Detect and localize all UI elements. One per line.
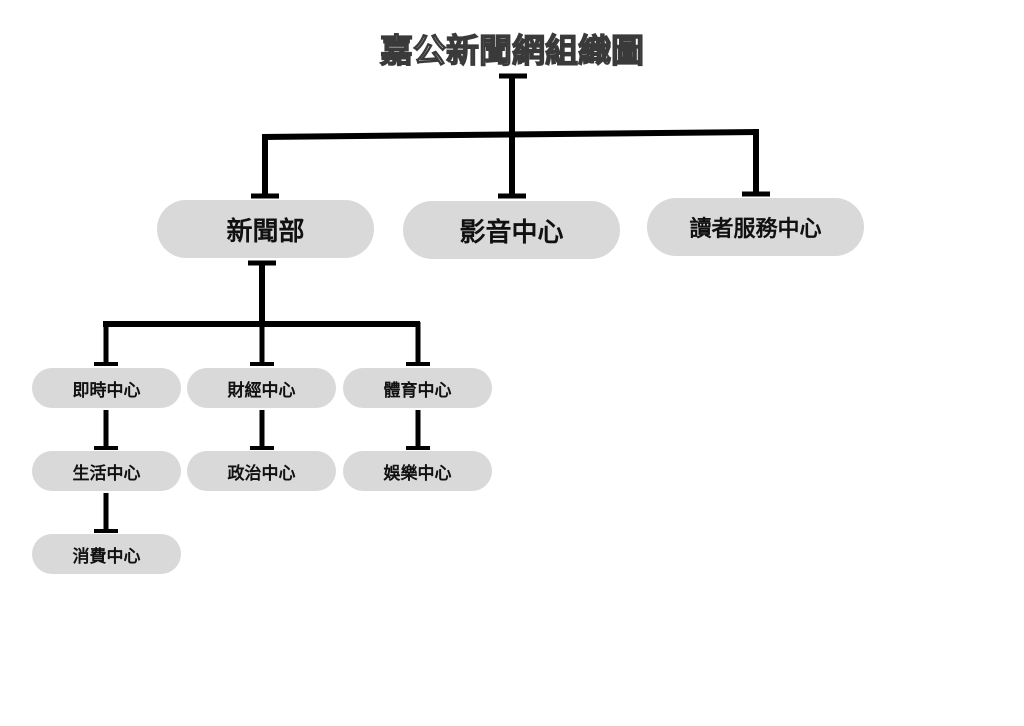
- chart-title: 嘉公新聞網組織圖: [379, 30, 644, 70]
- node-lifestyle-center: 生活中心: [32, 451, 181, 491]
- node-breaking-news-center: 即時中心: [32, 368, 181, 408]
- node-sports-center: 體育中心: [343, 368, 492, 408]
- node-finance-center: 財經中心: [187, 368, 336, 408]
- node-video-center: 影音中心: [403, 201, 620, 259]
- node-reader-service-center: 讀者服務中心: [647, 198, 864, 256]
- node-politics-center: 政治中心: [187, 451, 336, 491]
- node-entertainment-center: 娛樂中心: [343, 451, 492, 491]
- node-news-dept: 新聞部: [157, 200, 374, 258]
- node-consumer-center: 消費中心: [32, 534, 181, 574]
